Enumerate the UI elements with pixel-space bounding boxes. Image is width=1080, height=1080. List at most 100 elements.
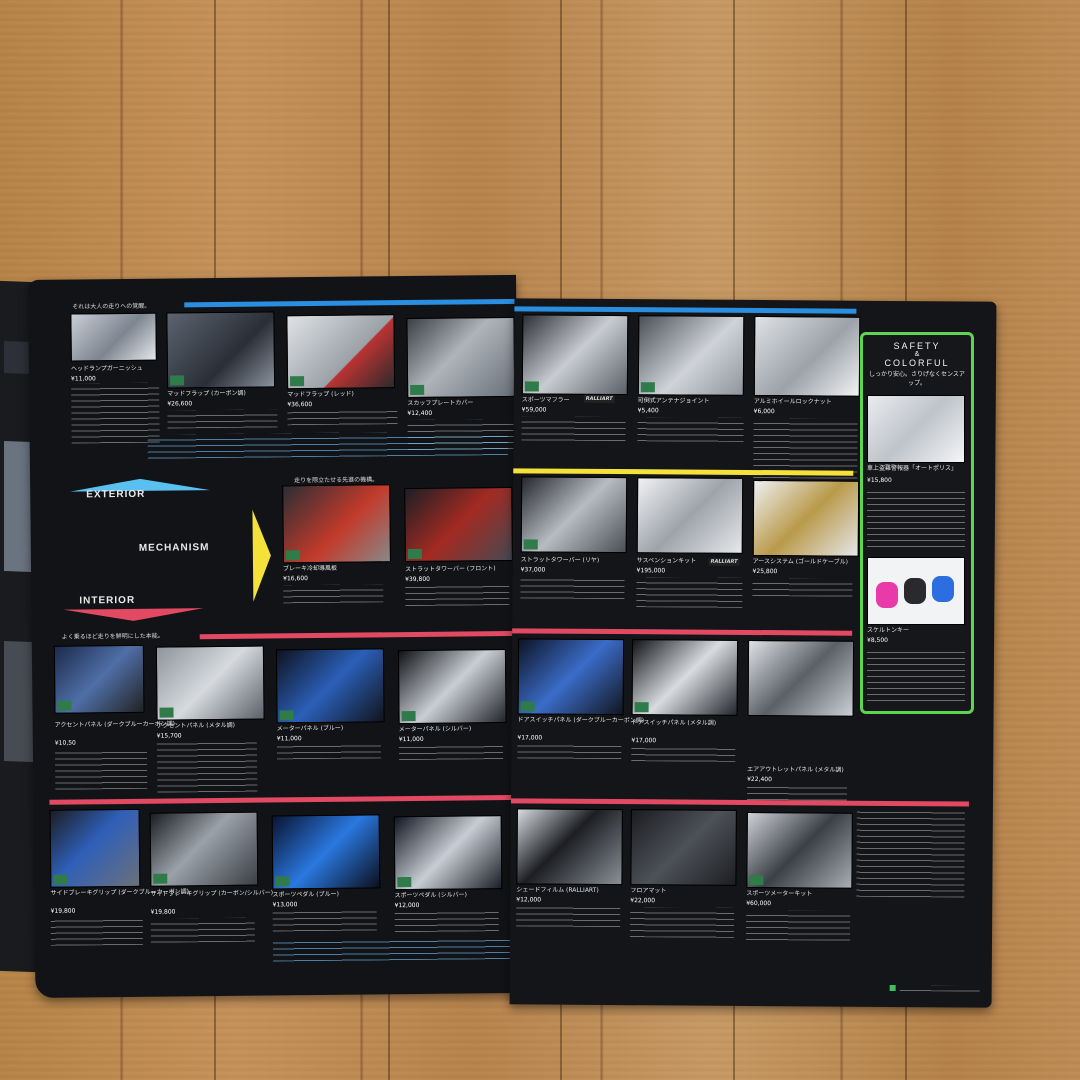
safety-amp: & (914, 351, 920, 358)
product-photo (521, 314, 629, 396)
footnote-text (147, 430, 508, 459)
product-price: ¥22,000 (630, 897, 656, 905)
product-price: ¥17,000 (517, 734, 543, 742)
product-description (867, 487, 965, 547)
product-description (394, 911, 499, 933)
product-photo (149, 811, 259, 887)
product-price: ¥19,800 (50, 907, 76, 915)
product-price: ¥13,000 (272, 901, 298, 909)
product-photo (636, 477, 744, 554)
brochure-spread: それは大人の走りへの覚醒。 ヘッドランプガーニッシュ ¥11,000 マッドフラ… (28, 274, 997, 1008)
product-name: シェードフィルム (RALLIART) (516, 886, 599, 894)
product-description (71, 382, 160, 444)
product-price: ¥17,000 (631, 737, 657, 745)
product-description (283, 584, 384, 604)
product-photo (406, 316, 516, 399)
blue-key (932, 576, 954, 602)
badge (170, 375, 185, 386)
product-description (150, 917, 255, 943)
blue-section-bar (184, 298, 517, 308)
product-price: ¥25,800 (752, 567, 778, 576)
product-photo (517, 638, 625, 716)
badge (401, 710, 416, 722)
product-name: マッドフラップ (レッド) (287, 390, 354, 399)
product-name: マッドフラップ (カーボン調) (167, 389, 246, 398)
product-name: スポーツペダル (シルバー) (394, 891, 467, 900)
product-name: ヘッドランプガーニッシュ (70, 364, 143, 373)
product-price: ¥11,000 (276, 735, 302, 743)
product-name: スカッフプレートカバー (407, 399, 474, 408)
ralliart-logo: RALLIART (708, 557, 740, 566)
product-description (637, 417, 744, 442)
product-photo (746, 811, 853, 889)
category-exterior: EXTERIOR (86, 488, 146, 501)
mechanism-arrow (252, 509, 272, 602)
brochure-left-page: それは大人の走りへの覚醒。 ヘッドランプガーニッシュ ¥11,000 マッドフラ… (28, 274, 524, 998)
badge (159, 707, 174, 718)
product-description (631, 747, 736, 762)
product-photo (867, 557, 965, 625)
product-description (54, 748, 148, 790)
product-description (867, 647, 965, 701)
badge (53, 874, 68, 885)
product-photo (275, 648, 385, 724)
product-photo (70, 312, 157, 362)
product-name: 車上盗難警報器「オートポリス」 (867, 465, 958, 472)
blue-section-bar (514, 306, 857, 314)
product-price: ¥16,600 (283, 575, 308, 583)
badge (279, 710, 294, 721)
product-name: スポーツメーターキット (746, 889, 813, 898)
product-photo (286, 314, 396, 390)
product-price: ¥195,000 (636, 567, 666, 575)
product-description (752, 577, 853, 597)
product-price: ¥19,800 (150, 908, 176, 916)
product-name: ブレーキ冷却導風板 (283, 564, 338, 573)
badge (634, 702, 649, 713)
product-description (276, 744, 382, 760)
product-price: ¥60,000 (746, 899, 772, 908)
product-price: ¥11,000 (398, 735, 424, 744)
product-description (156, 741, 258, 793)
product-photo (752, 479, 860, 557)
product-photo (282, 484, 391, 564)
product-description (287, 410, 398, 426)
product-description (636, 577, 743, 608)
badge (410, 384, 425, 396)
footnote-text (272, 938, 514, 962)
product-description (167, 409, 278, 429)
product-description (398, 745, 504, 761)
product-name: エアアウトレットパネル (メタル調) (747, 765, 844, 774)
product-price: ¥12,400 (407, 409, 433, 418)
product-photo (271, 814, 381, 890)
product-photo (155, 645, 265, 721)
notes-text (856, 810, 965, 898)
badge (153, 873, 168, 884)
red-section-bar (512, 628, 853, 636)
product-description (516, 906, 621, 928)
product-description (630, 907, 735, 938)
product-description (520, 576, 625, 600)
product-price: ¥37,000 (520, 566, 546, 574)
product-photo (867, 395, 965, 463)
product-description (50, 916, 143, 946)
product-price: ¥11,000 (71, 375, 96, 383)
product-photo (630, 809, 737, 886)
product-description (746, 785, 848, 801)
product-name: メーターパネル (シルバー) (398, 725, 472, 734)
badge (285, 550, 300, 561)
product-photo (631, 639, 739, 716)
product-photo (49, 808, 141, 888)
product-price: ¥12,000 (394, 901, 420, 910)
product-price: ¥15,700 (156, 732, 182, 740)
product-price: ¥59,000 (521, 406, 547, 414)
product-price: ¥10,50 (54, 739, 76, 747)
category-mechanism: MECHANISM (138, 542, 210, 554)
badge (407, 548, 422, 560)
product-name: メーターパネル (ブルー) (276, 724, 344, 733)
product-name: サイドブレーキグリップ (カーボン/シルバー) (150, 889, 274, 898)
product-name: アルミホイールロックナット (753, 397, 832, 406)
product-name: 可倒式アンテナジョイント (637, 397, 710, 405)
mechanism-tagline: 走りを際立たせる先進の機構。 (294, 476, 379, 485)
product-description (521, 416, 626, 442)
safety-colorful-panel: SAFETY & COLORFUL しっかり安心。さりげなくセンスアップ。 車上… (860, 332, 974, 714)
